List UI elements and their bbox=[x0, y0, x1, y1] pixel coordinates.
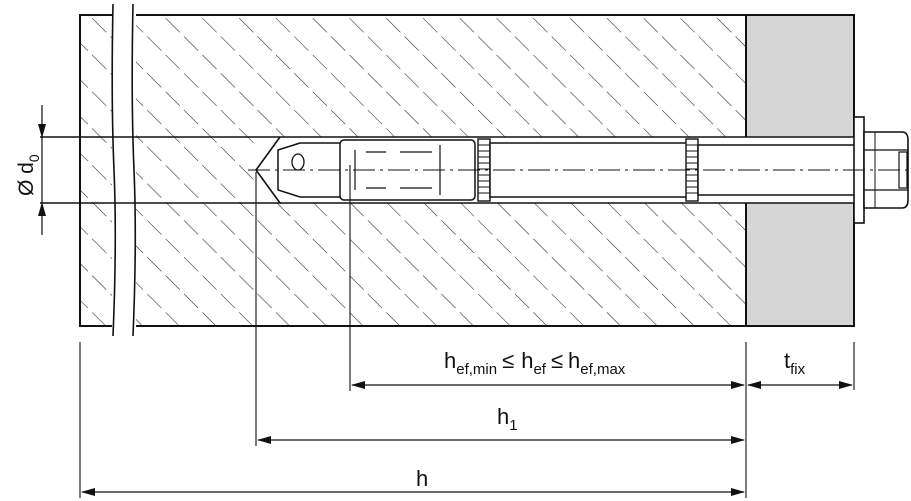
h1-label: h1 bbox=[497, 404, 518, 434]
h1-dimension: h1 bbox=[257, 404, 745, 444]
diameter-dimension: Ø d0 bbox=[15, 105, 46, 235]
tfix-dimension: tfix bbox=[747, 348, 853, 389]
h-dimension: h bbox=[81, 466, 745, 496]
extension-lines bbox=[79, 165, 855, 498]
h-label: h bbox=[416, 466, 428, 491]
tfix-label: tfix bbox=[784, 348, 806, 378]
hef-range-label: hef,min≤hef≤hef,max bbox=[444, 348, 626, 378]
diameter-label: Ø d0 bbox=[15, 154, 42, 196]
hef-dimension: hef,min≤hef≤hef,max bbox=[351, 348, 745, 389]
